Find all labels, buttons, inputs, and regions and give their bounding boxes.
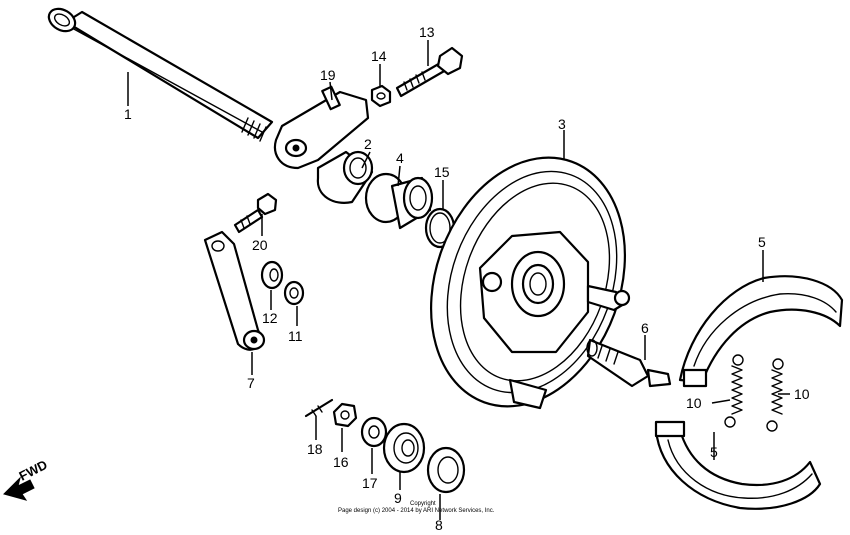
spring-part-10b[interactable] — [766, 358, 784, 432]
pin-part-18[interactable] — [304, 398, 334, 418]
brake-lever-part-7[interactable] — [203, 230, 266, 351]
fwd-label: FWD — [17, 457, 50, 484]
washer-part-12[interactable] — [260, 260, 284, 290]
callout-11: 11 — [288, 328, 303, 344]
callout-labels: 1 2 3 4 5 5 6 7 8 9 10 10 11 12 13 14 15… — [124, 24, 810, 533]
callout-5-upper: 5 — [758, 234, 766, 250]
brake-cam-part-6[interactable] — [586, 338, 672, 388]
callout-7: 7 — [247, 375, 255, 391]
callout-12: 12 — [262, 310, 278, 326]
callout-2: 2 — [364, 136, 372, 152]
callout-20: 20 — [252, 237, 268, 253]
fwd-indicator: FWD — [3, 457, 50, 501]
copyright-line-1: Copyright — [410, 501, 436, 507]
brake-panel-part-3[interactable] — [398, 130, 658, 433]
callout-14: 14 — [371, 48, 387, 64]
bearing-part-9[interactable] — [382, 422, 426, 474]
leader-lines — [127, 40, 790, 520]
callout-4: 4 — [396, 150, 404, 166]
callout-15: 15 — [434, 164, 450, 180]
spacer-part-8[interactable] — [426, 446, 466, 494]
nut-part-14[interactable] — [370, 84, 392, 108]
nut-part-16[interactable] — [332, 402, 358, 428]
callout-8: 8 — [435, 517, 443, 533]
brake-shoe-upper-part-5[interactable] — [678, 275, 844, 388]
callout-6: 6 — [641, 320, 649, 336]
copyright-notice: Copyright Page design (c) 2004 - 2014 by… — [338, 501, 495, 514]
callout-18: 18 — [307, 441, 323, 457]
axle-part[interactable] — [45, 4, 274, 142]
housing-part-4[interactable] — [364, 172, 434, 230]
fwd-arrow-icon — [3, 476, 35, 501]
callout-3: 3 — [558, 116, 566, 132]
callout-10-right: 10 — [794, 386, 810, 402]
callout-5-lower: 5 — [710, 444, 718, 460]
callout-9: 9 — [394, 490, 402, 506]
arm-plate-part[interactable] — [273, 85, 370, 170]
spring-part-10a[interactable] — [724, 354, 744, 428]
collar-part-2[interactable] — [316, 150, 374, 204]
bolt-part-13[interactable] — [395, 46, 464, 98]
callout-10-left: 10 — [686, 395, 702, 411]
callout-1: 1 — [124, 106, 132, 122]
copyright-line-2: Page design (c) 2004 - 2014 by ARI Netwo… — [338, 508, 495, 514]
callout-13: 13 — [419, 24, 435, 40]
washer-part-17[interactable] — [360, 416, 388, 448]
callout-19: 19 — [320, 67, 336, 83]
callout-16: 16 — [333, 454, 349, 470]
callout-17: 17 — [362, 475, 378, 491]
brake-shoe-lower-part-5[interactable] — [654, 420, 822, 510]
nut-part-11[interactable] — [283, 280, 305, 306]
bolt-part-20[interactable] — [233, 192, 278, 234]
